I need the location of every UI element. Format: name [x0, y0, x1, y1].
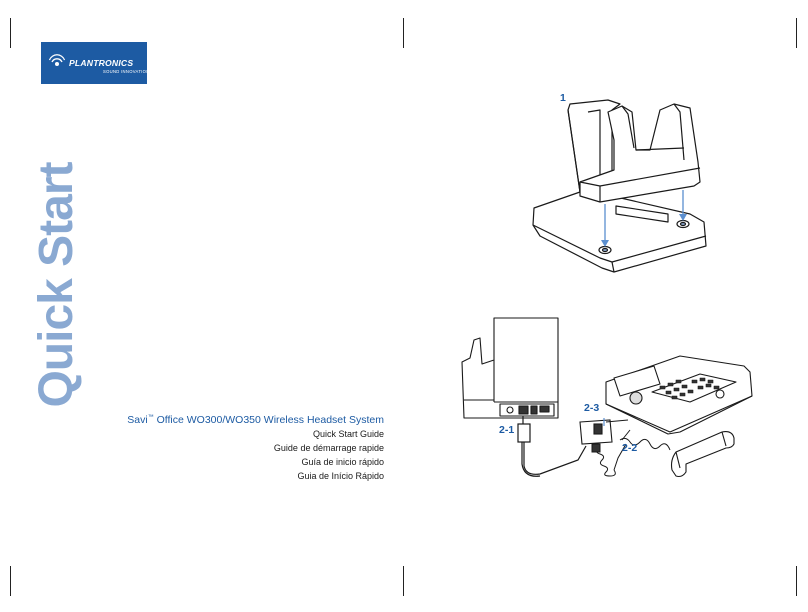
desk-phone-illustration — [605, 355, 753, 435]
product-rest: Office WO300/WO350 Wireless Headset Syst… — [153, 414, 384, 426]
trademark-symbol: ™ — [147, 414, 154, 421]
callout-step-2-2: 2-2 — [622, 442, 638, 454]
base-station-illustration — [532, 99, 707, 273]
callout-step-1: 1 — [560, 92, 566, 104]
crop-mark-bottom-center — [403, 566, 404, 596]
crop-mark-top-center — [403, 18, 404, 48]
guide-portuguese: Guia de Início Rápido — [297, 471, 384, 481]
handset-illustration — [670, 431, 735, 478]
base-side-illustration — [461, 317, 559, 419]
handset-coil-cord — [591, 429, 671, 477]
product-title: Savi™ Office WO300/WO350 Wireless Headse… — [90, 414, 384, 426]
crop-mark-bottom-left — [10, 566, 11, 596]
guide-french: Guide de démarrage rapide — [273, 443, 384, 453]
crop-mark-top-right — [796, 18, 797, 48]
guide-spanish: Guía de inicio rápido — [301, 457, 384, 467]
guide-english: Quick Start Guide — [312, 429, 384, 439]
telephone-cable — [517, 416, 587, 477]
brand-tagline: SOUND INNOVATION — [103, 69, 150, 74]
plantronics-logo-icon — [49, 54, 65, 66]
crop-mark-top-left — [10, 18, 11, 48]
brand-name: PLANTRONICS — [69, 58, 134, 68]
product-name: Savi — [127, 414, 148, 426]
plantronics-logo: PLANTRONICS SOUND INNOVATION — [41, 42, 150, 84]
callout-step-2-1: 2-1 — [499, 424, 515, 436]
callout-step-2-3: 2-3 — [584, 402, 600, 414]
crop-mark-bottom-right — [796, 566, 797, 596]
alignment-arrows — [601, 190, 687, 247]
